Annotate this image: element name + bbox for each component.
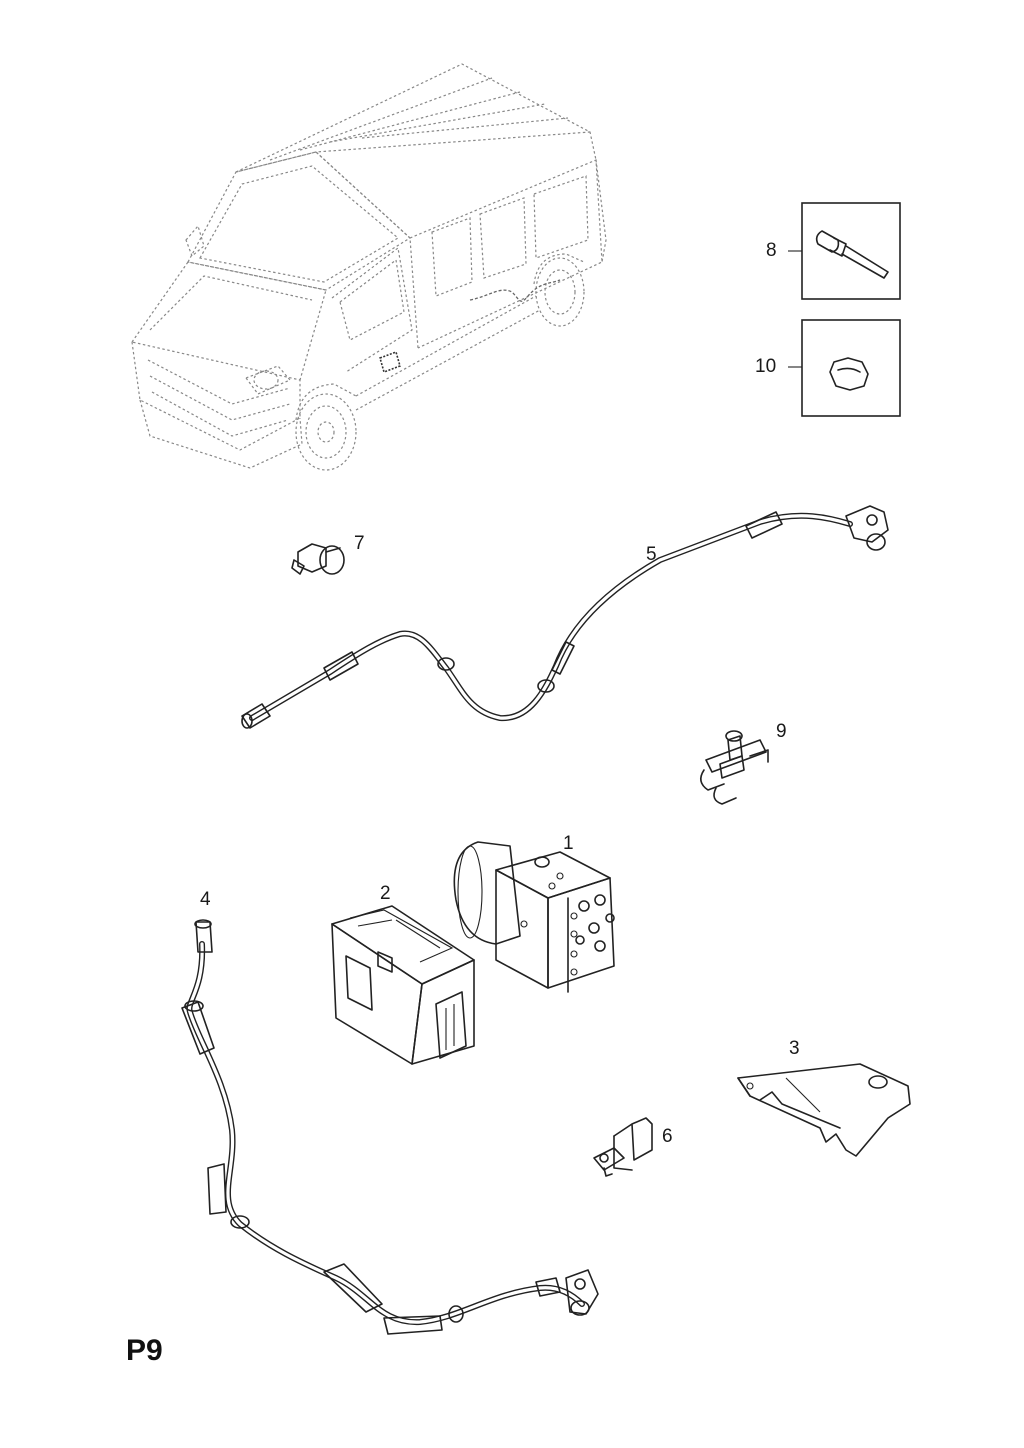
part-5-sensor-cable — [241, 505, 889, 729]
callout-3: 3 — [789, 1038, 800, 1059]
part-3-mounting-bracket — [737, 1063, 911, 1157]
part-4-sensor-cable — [181, 919, 599, 1335]
callout-5: 5 — [646, 544, 657, 565]
part-1-abs-hydraulic-unit — [453, 841, 615, 993]
callout-1: 1 — [563, 833, 574, 854]
callout-4: 4 — [200, 889, 211, 910]
part-6-small-bracket — [593, 1117, 653, 1177]
part-2-abs-control-module — [331, 905, 475, 1065]
van-outline — [131, 63, 607, 471]
part-9-bracket — [700, 730, 769, 805]
page-code: P9 — [126, 1334, 163, 1367]
callout-7: 7 — [354, 533, 365, 554]
callout-8: 8 — [766, 240, 777, 261]
part-8-rivet — [788, 202, 901, 300]
callout-10: 10 — [755, 356, 777, 377]
callout-6: 6 — [662, 1126, 673, 1147]
part-10-nut — [788, 319, 901, 417]
part-7-clip — [291, 543, 345, 575]
callout-2: 2 — [380, 883, 391, 904]
callout-9: 9 — [776, 721, 787, 742]
